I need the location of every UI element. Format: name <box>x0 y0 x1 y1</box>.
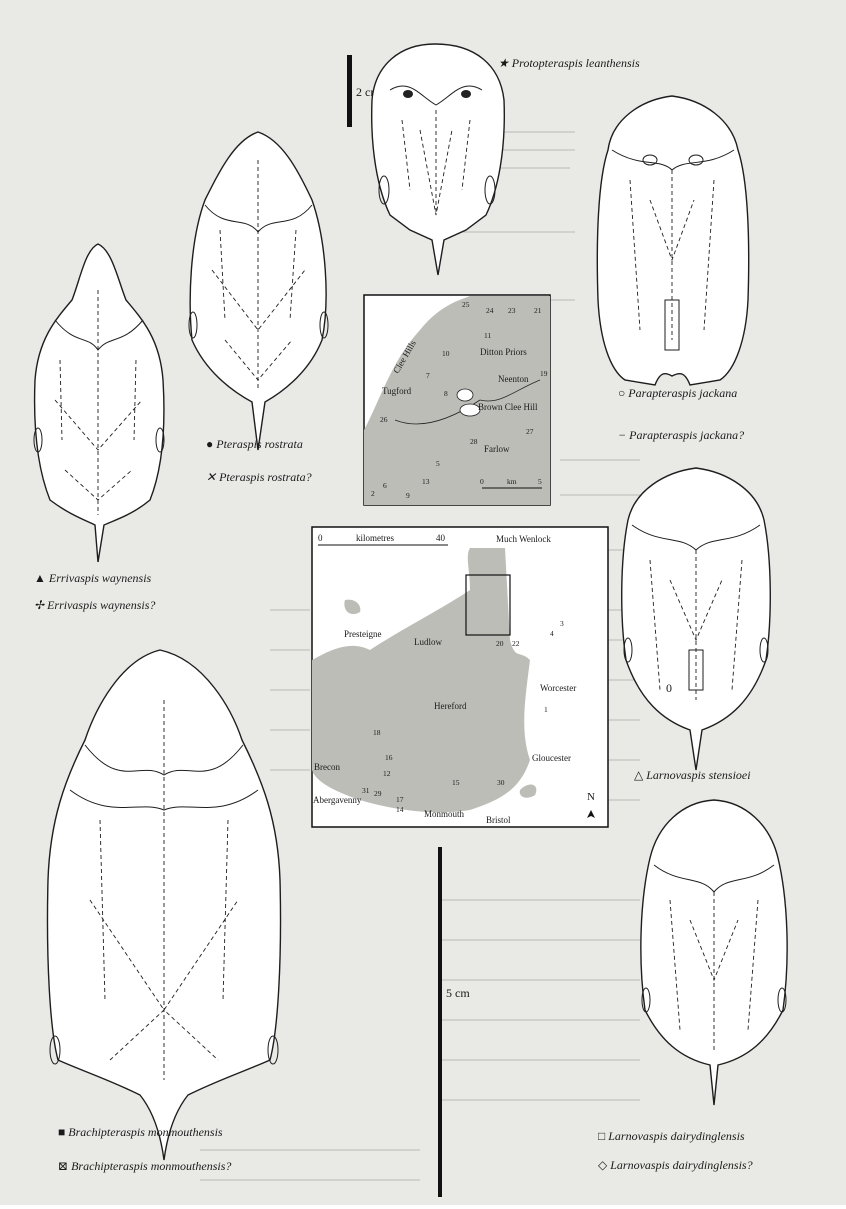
inset-site-26: 26 <box>380 415 388 424</box>
inset-site-9: 9 <box>406 491 410 500</box>
brachipteraspis-carapace: ■ Brachipteraspis monmouthensis ⊠ Brachi… <box>47 650 280 1173</box>
inset-place-tugford: Tugford <box>382 386 412 396</box>
main-map: 0 kilometres 40 Much Wenlock Ludlow Pres… <box>312 527 608 827</box>
pteraspis-carapace: ● Pteraspis rostrata ✕ Pteraspis rostrat… <box>189 132 328 484</box>
main-site-14: 14 <box>396 805 404 814</box>
inset-site-10: 10 <box>442 349 450 358</box>
main-scale-label: kilometres <box>356 533 394 543</box>
place-worcester: Worcester <box>540 683 576 693</box>
inset-place-ditton-priors: Ditton Priors <box>480 347 527 357</box>
place-abergavenny: Abergavenny <box>313 795 362 805</box>
inset-site-8: 8 <box>444 389 448 398</box>
figure-mark-zero: 0 <box>666 681 672 695</box>
inset-place-neenton: Neenton <box>498 374 529 384</box>
pteraspis-label: ● Pteraspis rostrata <box>206 437 303 451</box>
main-site-20: 20 <box>496 639 504 648</box>
inset-site-21: 21 <box>534 306 542 315</box>
main-site-31: 31 <box>362 786 370 795</box>
main-site-1: 1 <box>544 705 548 714</box>
inset-scale-tick-5: 5 <box>538 477 542 486</box>
inset-site-25: 25 <box>462 300 470 309</box>
inset-site-28: 28 <box>470 437 478 446</box>
inset-site-6: 6 <box>383 481 387 490</box>
main-scale-tick-40: 40 <box>436 533 446 543</box>
inset-site-24: 24 <box>486 306 494 315</box>
place-brecon: Brecon <box>314 762 340 772</box>
main-site-17: 17 <box>396 795 404 804</box>
main-site-22: 22 <box>512 639 520 648</box>
main-site-30: 30 <box>497 778 505 787</box>
brachipteraspis-label: ■ Brachipteraspis monmouthensis <box>58 1125 223 1139</box>
place-monmouth: Monmouth <box>424 809 465 819</box>
inset-place-brown-clee: Brown Clee Hill <box>478 402 538 412</box>
inset-site-23: 23 <box>508 306 516 315</box>
main-site-3: 3 <box>560 619 564 628</box>
main-site-16: 16 <box>385 753 393 762</box>
inset-site-19: 19 <box>540 369 548 378</box>
brachipteraspis-query-label: ⊠ Brachipteraspis monmouthensis? <box>58 1159 231 1173</box>
errivaspis-carapace: ▲ Errivaspis waynensis ✢ Errivaspis wayn… <box>34 244 164 612</box>
place-much-wenlock: Much Wenlock <box>496 534 551 544</box>
place-gloucester: Gloucester <box>532 753 571 763</box>
main-scale-tick-0: 0 <box>318 533 323 543</box>
main-site-4: 4 <box>550 629 554 638</box>
larnovaspis-stensioei-label: △ Larnovaspis stensioei <box>634 768 751 782</box>
inset-site-13: 13 <box>422 477 430 486</box>
errivaspis-query-label: ✢ Errivaspis waynensis? <box>34 598 155 612</box>
larnovaspis-dairydinglensis-carapace: □ Larnovaspis dairydinglensis ◇ Larnovas… <box>598 800 787 1172</box>
inset-map: Clee Hills Tugford Ditton Priors Neenton… <box>364 295 550 505</box>
pteraspis-query-label: ✕ Pteraspis rostrata? <box>206 470 312 484</box>
errivaspis-label: ▲ Errivaspis waynensis <box>34 571 152 585</box>
inset-site-7: 7 <box>426 371 430 380</box>
inset-site-11: 11 <box>484 331 491 340</box>
inset-site-2: 2 <box>371 489 375 498</box>
main-site-12: 12 <box>383 769 391 778</box>
parapteraspis-carapace: ○ Parapteraspis jackana − Parapteraspis … <box>597 96 748 442</box>
place-presteigne: Presteigne <box>344 629 382 639</box>
inset-site-5: 5 <box>436 459 440 468</box>
parapteraspis-query-label: − Parapteraspis jackana? <box>618 428 744 442</box>
parapteraspis-label: ○ Parapteraspis jackana <box>618 386 737 400</box>
protopteraspis-label: ★ Protopteraspis leanthensis <box>498 56 640 70</box>
place-hereford: Hereford <box>434 701 467 711</box>
larnovaspis-dairydinglensis-query-label: ◇ Larnovaspis dairydinglensis? <box>598 1158 753 1172</box>
larnovaspis-dairydinglensis-label: □ Larnovaspis dairydinglensis <box>598 1129 745 1143</box>
larnovaspis-stensioei-carapace: 0 △ Larnovaspis stensioei <box>622 468 771 782</box>
main-site-29: 29 <box>374 789 382 798</box>
place-bristol: Bristol <box>486 815 511 825</box>
north-arrow-label: N <box>587 791 595 803</box>
scale-bar-5cm-label: 5 cm <box>446 986 470 1000</box>
main-site-18: 18 <box>373 728 381 737</box>
inset-place-farlow: Farlow <box>484 444 510 454</box>
place-ludlow: Ludlow <box>414 637 442 647</box>
inset-scale-label: km <box>507 477 517 486</box>
inset-scale-tick-0: 0 <box>480 477 484 486</box>
main-site-15: 15 <box>452 778 460 787</box>
inset-site-27: 27 <box>526 427 534 436</box>
